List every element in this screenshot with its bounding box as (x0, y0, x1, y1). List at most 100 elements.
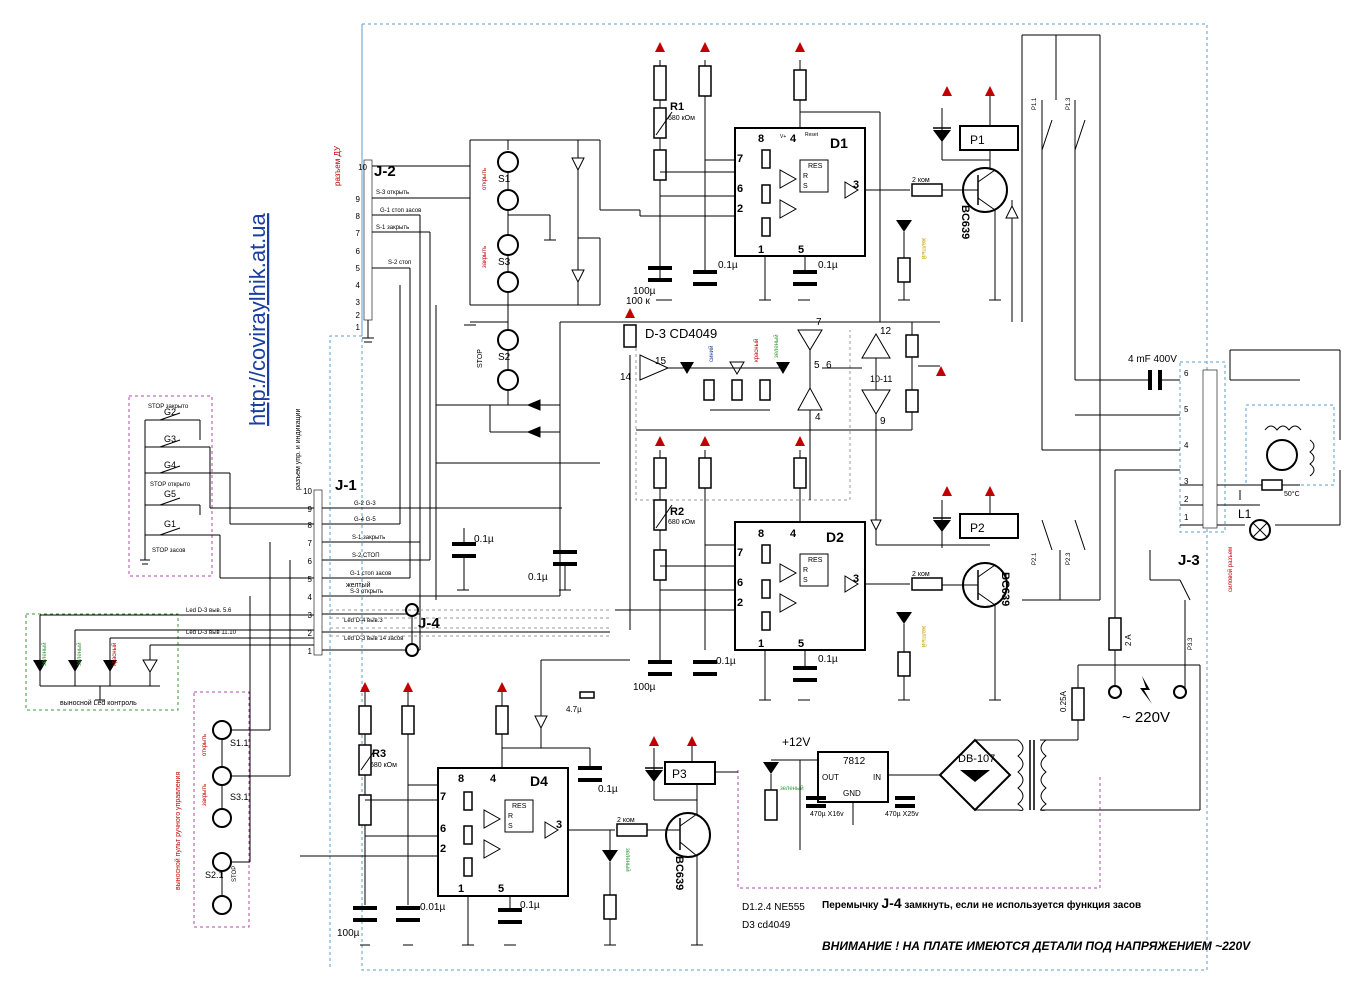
r3-label: R3 (372, 748, 386, 760)
d2-name: D2 (826, 529, 844, 545)
j2-caption: разъем ДУ (333, 145, 342, 186)
s2-caption: STOP (477, 349, 484, 368)
led-icon (896, 220, 912, 232)
connector-j1: 10 9 8 7 6 5 4 3 2 1 G-2 G-3 G-4 G-5 S-1… (295, 408, 610, 656)
remote-panel-frame (193, 691, 250, 928)
connector-j2: 10 9 8 7 6 5 4 3 2 1 S-3 открыть G-1 сто… (333, 145, 470, 343)
d1-pin8: 8 (758, 133, 764, 145)
fuse-2a (1108, 617, 1122, 651)
d1-r: R (803, 173, 808, 180)
reg-name: 7812 (843, 756, 866, 767)
j1-pin-2: 2 (308, 629, 313, 638)
d3-pin12: 12 (880, 326, 892, 337)
fuse-025 (1071, 687, 1085, 721)
d1-pin4: 4 (790, 133, 797, 145)
j3-pin2: 2 (1184, 495, 1189, 504)
c470a-label: 470µ X16v (810, 811, 844, 818)
g2-label: G2 (164, 407, 176, 417)
j1-pin-1: 1 (308, 647, 313, 656)
reg-out: OUT (822, 773, 839, 782)
s21-button-b[interactable] (212, 895, 232, 915)
d1-pin7: 7 (737, 153, 743, 165)
p13-label: P1.3 (1066, 97, 1072, 110)
led-icon (896, 612, 912, 624)
s3-button[interactable] (497, 234, 519, 256)
board-frame (361, 23, 1208, 971)
s21-button[interactable] (212, 852, 232, 872)
s2-button-b[interactable] (497, 369, 519, 391)
s1-caption: открыть (482, 168, 488, 190)
s3-label: S3 (498, 257, 511, 268)
d4-c01b: 0.1µ (520, 900, 540, 911)
d1-c100: 100µ (633, 286, 656, 297)
s11-button[interactable] (212, 720, 232, 740)
ground-symbols (360, 299, 1001, 946)
main-buttons: S1 S3 S2 открыть закрыть STOP (464, 139, 600, 405)
led-d3-56-label: Led D-3 выв. 5.6 (186, 608, 232, 614)
led-icon (763, 762, 779, 774)
s1-button-b[interactable] (497, 189, 519, 211)
p33-label: P3.3 (1188, 637, 1194, 650)
d2-c01a: 0.1µ (716, 656, 736, 667)
s1-button[interactable] (497, 151, 519, 173)
s3-button-b[interactable] (497, 271, 519, 293)
vcc-arrow-icon (687, 736, 697, 746)
d4-block: R3 680 кОм D4 8 4 7 6 2 1 5 3 RES R S (300, 659, 716, 945)
bridge-name: DB-107 (958, 753, 995, 765)
led-icon (142, 659, 158, 673)
s31-button[interactable] (212, 766, 232, 786)
d4-c100: 100µ (337, 928, 360, 939)
j3-pin5: 5 (1184, 405, 1189, 414)
d4-pin4: 4 (490, 773, 497, 785)
cap-4mf: 4 mF 400V (1128, 354, 1177, 365)
remote-open: открыть (202, 734, 208, 756)
remote-caption: выносной пульт ручного управления (174, 772, 182, 890)
p23-label: P2.3 (1066, 552, 1072, 565)
led-icon (776, 362, 790, 374)
d2-pin1: 1 (758, 638, 764, 650)
mains-terminal-2 (1173, 685, 1187, 699)
r2-value: 680 кОм (668, 519, 695, 526)
fuse025-label: 0.25A (1059, 690, 1068, 712)
led-dashed-wires (330, 609, 610, 637)
g5-label: G5 (164, 489, 176, 499)
diode-icon (960, 770, 990, 782)
vcc-arrow-icon (700, 42, 710, 52)
s2-button[interactable] (497, 329, 519, 351)
d4-pin7: 7 (440, 791, 446, 803)
j2-pin-4: 4 (356, 281, 361, 290)
led-panel: зеленый зеленый красный выносной Led кон… (33, 608, 314, 707)
r3-value: 680 кОм (370, 762, 397, 769)
led-icon (602, 850, 618, 862)
led-icon (68, 660, 82, 672)
d3-pin15: 15 (655, 356, 667, 367)
note-j4-pre: Перемычку (822, 900, 881, 911)
d2-s: S (803, 577, 808, 584)
cap-47: 4.7µ (566, 705, 582, 714)
d3-pin7: 7 (816, 317, 822, 328)
j2-pin-2: 2 (356, 311, 361, 320)
d2-c01b: 0.1µ (818, 654, 838, 665)
q3-type: BC639 (673, 856, 685, 890)
j3-pin1: 1 (1184, 513, 1189, 522)
note-j4-post: замкнуть, если не используется функция з… (902, 899, 1142, 911)
j2-pin-10: 10 (358, 163, 367, 172)
mains-terminal (1108, 685, 1122, 699)
vcc-arrow-icon (625, 308, 635, 318)
p1-label: P1 (970, 133, 985, 147)
j1-pin-4: 4 (308, 593, 313, 602)
d2-pin7: 7 (737, 547, 743, 559)
j1-pin-5: 5 (308, 575, 313, 584)
j3-caption: силовой разъем (1227, 547, 1234, 592)
p2-label: P2 (970, 521, 985, 535)
s31-button-b[interactable] (212, 808, 232, 828)
j2-pin-9: 9 (356, 195, 361, 204)
note-d3: D3 cd4049 (742, 920, 791, 931)
site-url-link[interactable]: http://coviraylhik.at.ua (245, 212, 270, 426)
power-wiring (1021, 34, 1341, 811)
d3-led-green: зеленый (773, 334, 780, 358)
j2-pin-3: 3 (356, 298, 361, 307)
d4-led-green: зеленый (624, 848, 631, 872)
voltage-bolt-icon (1140, 676, 1152, 704)
d1-name: D1 (830, 135, 848, 151)
